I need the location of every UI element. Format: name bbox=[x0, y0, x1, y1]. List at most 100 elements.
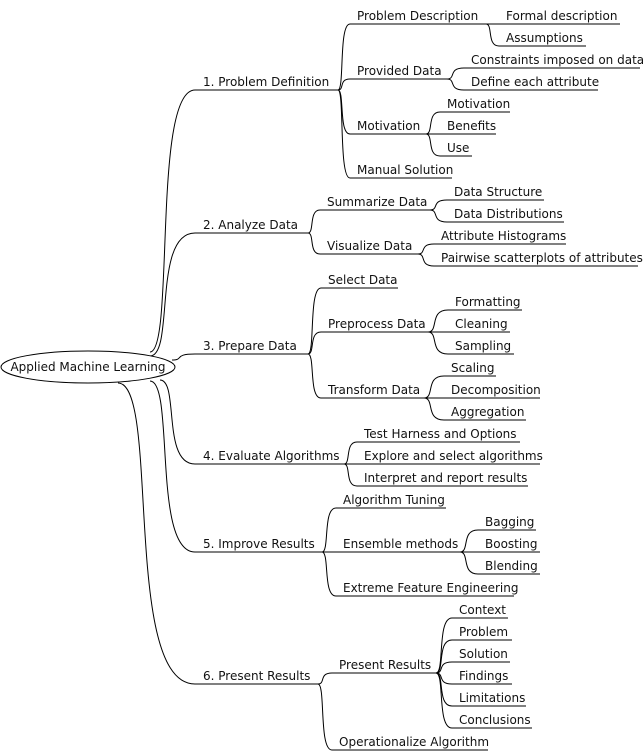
node-label: Manual Solution bbox=[357, 163, 453, 177]
node-sampling: Sampling bbox=[448, 339, 514, 355]
node-label: Scaling bbox=[451, 361, 494, 375]
node-label: Preprocess Data bbox=[328, 317, 426, 331]
node-formal-description: Formal description bbox=[499, 9, 620, 25]
node-label: Define each attribute bbox=[471, 75, 599, 89]
connector-lines bbox=[117, 23, 500, 751]
connector-line bbox=[307, 353, 322, 399]
node-label: Formatting bbox=[455, 295, 521, 309]
node-label: Cleaning bbox=[455, 317, 508, 331]
node-label: Findings bbox=[459, 669, 508, 683]
node-boosting: Boosting bbox=[478, 537, 540, 553]
node-decomposition: Decomposition bbox=[444, 383, 541, 399]
connector-line bbox=[446, 67, 465, 80]
node-algorithm-tuning: Algorithm Tuning bbox=[336, 493, 446, 509]
node-formatting: Formatting bbox=[448, 295, 522, 311]
node-label: Constraints imposed on data bbox=[471, 53, 643, 67]
node-label: Formal description bbox=[506, 9, 617, 23]
node-label: 4. Evaluate Algorithms bbox=[203, 449, 340, 463]
node-label: Explore and select algorithms bbox=[364, 449, 543, 463]
node-limitations: Limitations bbox=[452, 691, 526, 707]
node-use: Use bbox=[440, 141, 472, 157]
connector-line bbox=[337, 78, 351, 91]
node-preprocess-data: Preprocess Data bbox=[321, 317, 428, 333]
node-findings: Findings bbox=[452, 669, 512, 685]
node-label: Operationalize Algorithm bbox=[339, 735, 489, 749]
node-label: Motivation bbox=[357, 119, 420, 133]
connector-line bbox=[446, 78, 465, 91]
connector-line bbox=[435, 639, 453, 674]
connector-line bbox=[423, 375, 445, 399]
node-label: Context bbox=[459, 603, 506, 617]
node-ensemble-methods: Ensemble methods bbox=[336, 537, 460, 553]
node-benefits: Benefits bbox=[440, 119, 496, 135]
node-label: Conclusions bbox=[459, 713, 531, 727]
node-motivation: Motivation bbox=[440, 97, 510, 113]
node-label: Aggregation bbox=[451, 405, 524, 419]
node-label: Attribute Histograms bbox=[441, 229, 566, 243]
node-label: Provided Data bbox=[357, 64, 442, 78]
node-bagging: Bagging bbox=[478, 515, 536, 531]
connector-line bbox=[307, 209, 321, 234]
node-label: Select Data bbox=[328, 273, 398, 287]
node-label: Benefits bbox=[447, 119, 496, 133]
node-data-structure: Data Structure bbox=[447, 185, 544, 201]
connector-line bbox=[337, 23, 351, 91]
node-label: Algorithm Tuning bbox=[343, 493, 445, 507]
node-motivation-group: Motivation bbox=[350, 119, 426, 135]
node-extreme-feature-engineering: Extreme Feature Engineering bbox=[336, 581, 519, 597]
node-label: Data Structure bbox=[454, 185, 542, 199]
node-label: Problem bbox=[459, 625, 508, 639]
node-define-attribute: Define each attribute bbox=[464, 75, 599, 91]
node-label: Solution bbox=[459, 647, 508, 661]
node-label: Transform Data bbox=[327, 383, 420, 397]
node-problem-description: Problem Description bbox=[350, 9, 486, 25]
node-label: Extreme Feature Engineering bbox=[343, 581, 519, 595]
node-label: Pairwise scatterplots of attributes bbox=[441, 251, 643, 265]
connector-line bbox=[321, 507, 337, 553]
branch-evaluate-algorithms: 4. Evaluate Algorithms bbox=[195, 449, 344, 465]
node-label: Boosting bbox=[485, 537, 537, 551]
node-blending: Blending bbox=[478, 559, 540, 575]
root-label: Applied Machine Learning bbox=[10, 360, 165, 374]
connector-line bbox=[343, 463, 358, 487]
node-label: Ensemble methods bbox=[343, 537, 458, 551]
connector-line bbox=[321, 551, 337, 597]
connector-line bbox=[149, 89, 196, 353]
connector-line bbox=[459, 529, 479, 553]
node-data-distributions: Data Distributions bbox=[447, 207, 564, 223]
connector-line bbox=[343, 441, 358, 465]
branch-present-results: 6. Present Results bbox=[195, 669, 318, 685]
node-label: Assumptions bbox=[506, 31, 583, 45]
node-solution: Solution bbox=[452, 647, 510, 663]
connector-line bbox=[435, 661, 453, 674]
node-present-results: Present Results bbox=[332, 658, 436, 674]
node-label: 3. Prepare Data bbox=[203, 339, 297, 353]
node-visualize-data: Visualize Data bbox=[320, 239, 418, 255]
node-label: Summarize Data bbox=[327, 195, 427, 209]
connector-line bbox=[425, 133, 441, 157]
node-explore-algorithms: Explore and select algorithms bbox=[357, 449, 543, 465]
branch-analyze-data: 2. Analyze Data bbox=[195, 218, 308, 234]
connector-line bbox=[117, 382, 196, 685]
connector-line bbox=[459, 551, 479, 575]
connector-line bbox=[307, 331, 322, 355]
node-summarize-data: Summarize Data bbox=[320, 195, 430, 211]
connector-line bbox=[435, 672, 453, 707]
node-label: Present Results bbox=[339, 658, 431, 672]
branch-problem-definition: 1. Problem Definition bbox=[195, 75, 338, 91]
connector-line bbox=[435, 672, 453, 729]
node-manual-solution: Manual Solution bbox=[350, 163, 453, 179]
node-context: Context bbox=[452, 603, 508, 619]
connector-line bbox=[427, 309, 449, 333]
node-select-data: Select Data bbox=[321, 273, 398, 289]
node-pairwise-scatterplots: Pairwise scatterplots of attributes bbox=[434, 251, 643, 267]
node-label: 5. Improve Results bbox=[203, 537, 315, 551]
node-label: 6. Present Results bbox=[203, 669, 310, 683]
connector-line bbox=[337, 89, 351, 179]
node-conclusions: Conclusions bbox=[452, 713, 532, 729]
connector-line bbox=[317, 672, 333, 685]
node-provided-data: Provided Data bbox=[350, 64, 447, 80]
root-ellipse bbox=[0, 350, 176, 384]
